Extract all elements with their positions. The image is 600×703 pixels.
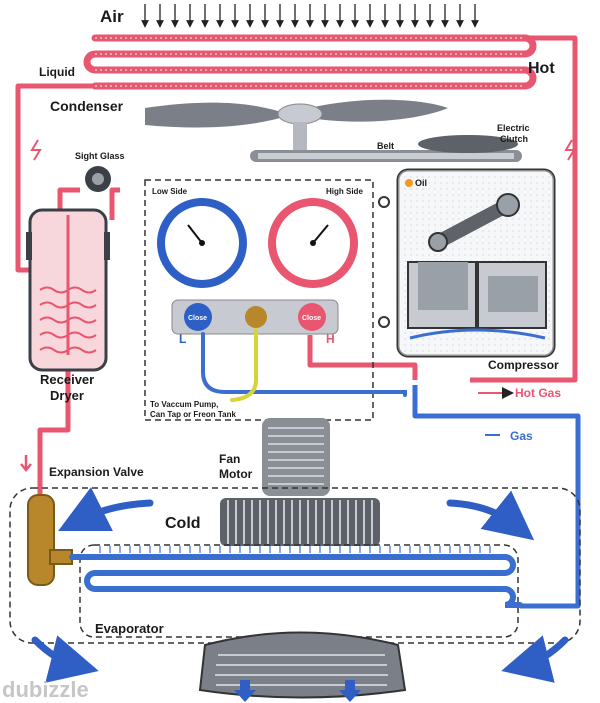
low-side-label: Low Side (152, 187, 188, 196)
evaporator-coil (69, 554, 523, 608)
blower-wheel (220, 498, 380, 546)
air-label: Air (100, 7, 124, 26)
gas-label: Gas (510, 429, 533, 443)
receiver-dryer (26, 208, 110, 372)
fan-motor (262, 418, 330, 496)
hot-label: Hot (528, 60, 555, 77)
sight-glass-label: Sight Glass (75, 151, 125, 161)
high-side-label: High Side (326, 187, 363, 196)
dryer-label: Dryer (50, 388, 84, 403)
manifold (171, 299, 339, 335)
condenser-coil (83, 34, 537, 90)
h-label: H (326, 332, 335, 346)
l-label: L (179, 332, 186, 346)
liquid-flow-arrow (30, 139, 42, 161)
condenser-fins (95, 37, 525, 87)
liquid-down-arrow (20, 455, 32, 472)
cold-lines (412, 385, 581, 609)
evaporator-fins (99, 546, 491, 553)
motor-label: Motor (219, 467, 253, 481)
belt-label: Belt (377, 141, 394, 151)
dashboard-vent (198, 631, 407, 699)
high-side-gauge (268, 198, 358, 288)
air-flow-arrows (141, 4, 479, 28)
low-close-label: Close (188, 315, 207, 322)
compressor (378, 168, 556, 358)
expansion-valve (27, 494, 73, 586)
gauge-hoses (201, 328, 407, 402)
electric-clutch-label-1: Electric (497, 123, 530, 133)
hot-gas-label: Hot Gas (515, 386, 561, 400)
vent-down-arrows (234, 680, 361, 702)
expansion-valve-label: Expansion Valve (49, 465, 144, 479)
evaporator-housing (9, 487, 581, 644)
airflow-arrows (31, 487, 569, 683)
compressor-label: Compressor (488, 358, 559, 372)
belt (250, 135, 522, 162)
liquid-label: Liquid (39, 65, 75, 79)
evaporator-label: Evaporator (95, 621, 164, 636)
gauge-set-box (144, 179, 374, 421)
oil-label: Oil (415, 178, 427, 188)
vacuum-label-1: To Vaccum Pump, (150, 400, 218, 409)
high-close-label: Close (302, 315, 321, 322)
sight-glass (85, 166, 111, 192)
receiver-label: Receiver (40, 372, 94, 387)
vacuum-label-2: Can Tap or Freon Tank (150, 410, 236, 419)
watermark: dubizzle (2, 677, 89, 702)
electric-clutch-label-2: Clutch (500, 134, 528, 144)
low-side-gauge (157, 198, 247, 288)
hot-flow-arrow (564, 139, 576, 161)
condenser-label: Condenser (50, 98, 124, 114)
fan-label: Fan (219, 452, 240, 466)
cold-label: Cold (165, 515, 201, 532)
